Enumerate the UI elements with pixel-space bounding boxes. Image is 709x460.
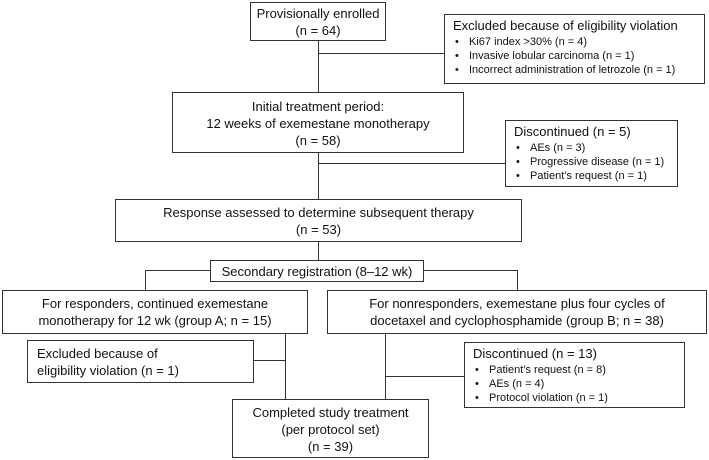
discontinued2-item: AEs (n = 4)	[473, 377, 684, 391]
discontinued1-list: AEs (n = 3) Progressive disease (n = 1) …	[514, 141, 677, 183]
groupB-box: For nonresponders, exemestane plus four …	[327, 290, 707, 334]
enrolled-count: (n = 64)	[295, 23, 341, 38]
initial-count: (n = 58)	[295, 133, 341, 148]
connector-initial-response	[318, 152, 319, 199]
groupB-label-line2: docetaxel and cyclophosphamide (group B;…	[370, 313, 664, 328]
groupA-label-line1: For responders, continued exemestane	[41, 296, 269, 311]
secondary-box: Secondary registration (8–12 wk)	[210, 260, 424, 282]
groupB-label-line1: For nonresponders, exemestane plus four …	[369, 296, 665, 311]
connector-groupB-completed	[385, 333, 386, 399]
connector-response-secondary	[318, 241, 319, 260]
excluded1-item: Incorrect administration of letrozole (n…	[453, 63, 704, 77]
completed-set: (per protocol set)	[281, 422, 380, 437]
discontinued2-title: Discontinued (n = 13)	[473, 346, 597, 361]
discontinued2-item: Patient’s request (n = 8)	[473, 363, 684, 377]
initial-box: Initial treatment period: 12 weeks of ex…	[172, 92, 464, 153]
discontinued2-list: Patient’s request (n = 8) AEs (n = 4) Pr…	[473, 363, 684, 405]
connector-to-groupA	[145, 270, 146, 290]
enrolled-box: Provisionally enrolled (n = 64)	[250, 2, 386, 41]
discontinued1-title: Discontinued (n = 5)	[514, 124, 631, 139]
discontinued1-item: AEs (n = 3)	[514, 141, 677, 155]
excluded1-item: Ki67 index >30% (n = 4)	[453, 35, 704, 49]
connector-to-discontinued1	[318, 163, 505, 164]
completed-label: Completed study treatment	[252, 405, 409, 420]
excluded1-list: Ki67 index >30% (n = 4) Invasive lobular…	[453, 35, 704, 77]
connector-secondary-left	[145, 270, 210, 271]
completed-box: Completed study treatment (per protocol …	[232, 399, 429, 458]
initial-label: Initial treatment period:	[251, 99, 385, 114]
excluded1-title: Excluded because of eligibility violatio…	[453, 18, 678, 33]
connector-enrolled-initial	[318, 40, 319, 92]
excluded2-label-line1: Excluded because of	[37, 346, 158, 361]
discontinued1-item: Progressive disease (n = 1)	[514, 155, 677, 169]
connector-groupA-completed	[285, 333, 286, 399]
discontinued1-box: Discontinued (n = 5) AEs (n = 3) Progres…	[505, 120, 678, 187]
connector-to-groupB	[517, 270, 518, 290]
discontinued1-item: Patient’s request (n = 1)	[514, 169, 677, 183]
enrolled-label: Provisionally enrolled	[256, 6, 380, 21]
connector-to-excluded2	[253, 360, 286, 361]
connector-secondary-right	[423, 270, 518, 271]
groupA-box: For responders, continued exemestane mon…	[2, 290, 308, 334]
discontinued2-item: Protocol violation (n = 1)	[473, 391, 684, 405]
response-count: (n = 53)	[295, 222, 342, 237]
discontinued2-box: Discontinued (n = 13) Patient’s request …	[464, 342, 685, 408]
excluded2-box: Excluded because of eligibility violatio…	[27, 340, 254, 383]
response-label: Response assessed to determine subsequen…	[163, 205, 474, 220]
connector-to-excluded1	[318, 53, 444, 54]
completed-count: (n = 39)	[307, 439, 354, 454]
excluded2-label-line2: eligibility violation (n = 1)	[37, 363, 179, 378]
response-box: Response assessed to determine subsequen…	[115, 199, 522, 242]
groupA-label-line2: monotherapy for 12 wk (group A; n = 15)	[38, 313, 272, 328]
secondary-label: Secondary registration (8–12 wk)	[221, 264, 413, 279]
initial-regimen: 12 weeks of exemestane monotherapy	[206, 116, 430, 131]
excluded1-item: Invasive lobular carcinoma (n = 1)	[453, 49, 704, 63]
connector-to-discontinued2	[385, 376, 464, 377]
excluded1-box: Excluded because of eligibility violatio…	[444, 14, 705, 84]
